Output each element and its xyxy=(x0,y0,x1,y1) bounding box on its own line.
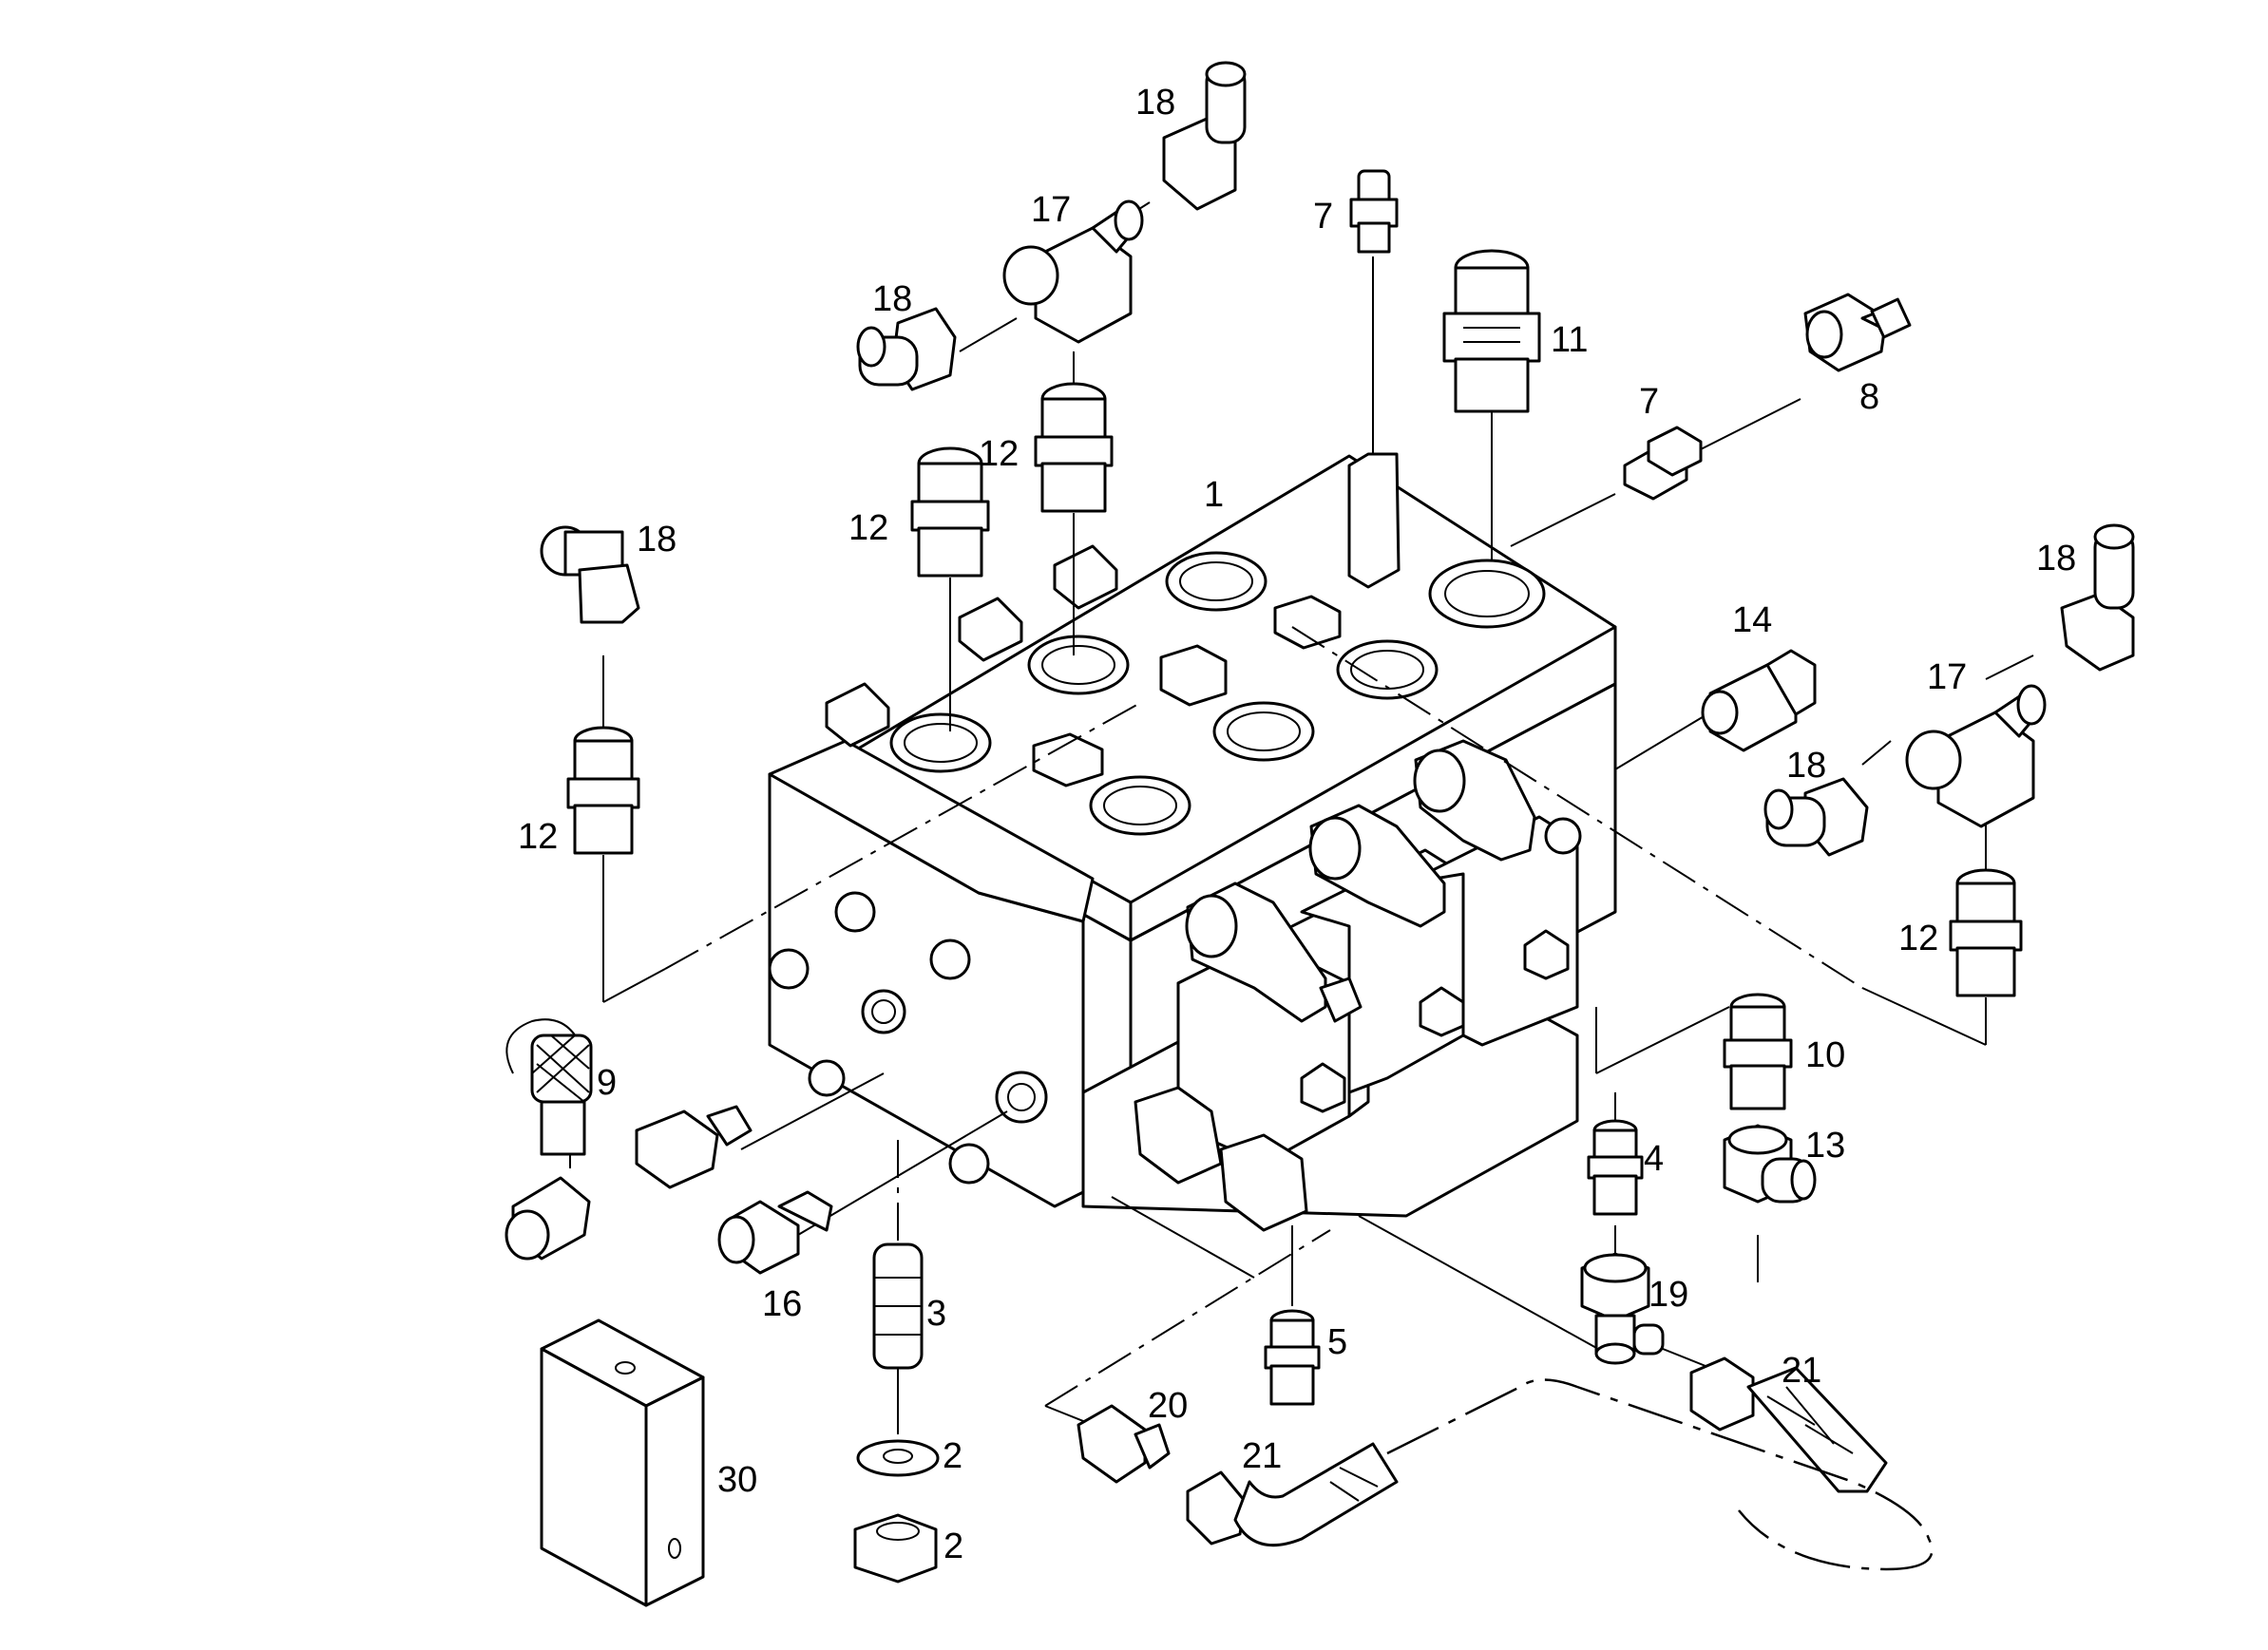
callout-12: 12 xyxy=(518,817,558,857)
callout-18: 18 xyxy=(872,279,912,319)
adapter-12 xyxy=(566,726,640,855)
callout-16: 16 xyxy=(762,1284,802,1324)
elbow-18 xyxy=(1763,777,1869,857)
tee-17-top xyxy=(1002,199,1144,344)
callout-21: 21 xyxy=(1242,1436,1282,1476)
callout-18: 18 xyxy=(637,520,677,559)
fitting-7-right xyxy=(1623,426,1703,501)
callout-2: 2 xyxy=(943,1527,963,1566)
callout-5: 5 xyxy=(1327,1322,1347,1362)
callout-1: 1 xyxy=(1204,475,1224,515)
nut-2 xyxy=(853,1513,938,1584)
hose-end-21-right xyxy=(1689,1356,1888,1493)
adapter-11 xyxy=(1442,249,1541,413)
valve-block xyxy=(768,452,1617,1232)
callout-17: 17 xyxy=(1927,657,1967,697)
callout-8: 8 xyxy=(1859,377,1879,417)
elbow-13 xyxy=(1723,1124,1817,1204)
callout-5: 4 xyxy=(1644,1139,1664,1179)
callout-18: 18 xyxy=(1786,746,1826,786)
solenoid-actuator xyxy=(1185,882,1363,1023)
test-port-9 xyxy=(505,1018,753,1261)
callout-13: 13 xyxy=(1805,1126,1845,1166)
elbow-18 xyxy=(856,307,957,391)
callout-21: 21 xyxy=(1782,1351,1821,1391)
adapter-12 xyxy=(1034,382,1114,513)
adapter-12 xyxy=(910,446,990,578)
adapter-12 xyxy=(1949,868,2023,997)
fitting-20 xyxy=(1077,1404,1171,1484)
callout-10: 10 xyxy=(1805,1035,1845,1075)
hose-end-21-left xyxy=(1186,1442,1399,1547)
callout-30: 30 xyxy=(717,1460,757,1500)
callout-7: 7 xyxy=(1639,382,1659,422)
callout-12: 12 xyxy=(848,508,888,548)
tee-19 xyxy=(1580,1252,1665,1365)
callout-4: 2 xyxy=(943,1436,962,1476)
callout-7: 7 xyxy=(1313,197,1333,237)
fitting-5-lower xyxy=(1264,1309,1321,1406)
callout-20: 20 xyxy=(1148,1386,1188,1426)
callout-11: 11 xyxy=(1551,320,1588,360)
elbow-18 xyxy=(1162,61,1247,211)
fitting-10 xyxy=(1723,993,1793,1110)
assembly-lines xyxy=(569,201,2034,1435)
callout-9: 9 xyxy=(597,1063,617,1103)
block-30 xyxy=(540,1318,705,1607)
washer-4 xyxy=(856,1439,940,1477)
callout-14: 14 xyxy=(1732,600,1772,640)
callout-12: 12 xyxy=(979,434,1019,474)
callout-3: 3 xyxy=(926,1294,946,1334)
callout-18: 18 xyxy=(1135,83,1175,123)
fitting-5-right xyxy=(1587,1119,1644,1216)
fitting-16 xyxy=(717,1190,833,1275)
callout-19: 19 xyxy=(1649,1275,1688,1315)
solenoid-actuator xyxy=(1413,739,1582,862)
hose xyxy=(1386,1378,1934,1571)
elbow-18 xyxy=(2060,523,2135,672)
spacer-3 xyxy=(872,1242,924,1370)
fitting-14 xyxy=(1701,649,1817,752)
callout-17: 17 xyxy=(1031,190,1071,230)
solenoid-actuator xyxy=(1308,804,1446,928)
elbow-18 xyxy=(540,525,640,624)
fitting-7-top xyxy=(1349,169,1399,254)
tee-17-right xyxy=(1905,684,2047,828)
callout-labels: 18 17 18 7 11 7 8 12 12 1 18 18 14 17 18… xyxy=(518,83,2076,1566)
callout-12: 12 xyxy=(1898,919,1938,958)
callout-18: 18 xyxy=(2036,539,2076,578)
tee-8 xyxy=(1803,293,1912,372)
